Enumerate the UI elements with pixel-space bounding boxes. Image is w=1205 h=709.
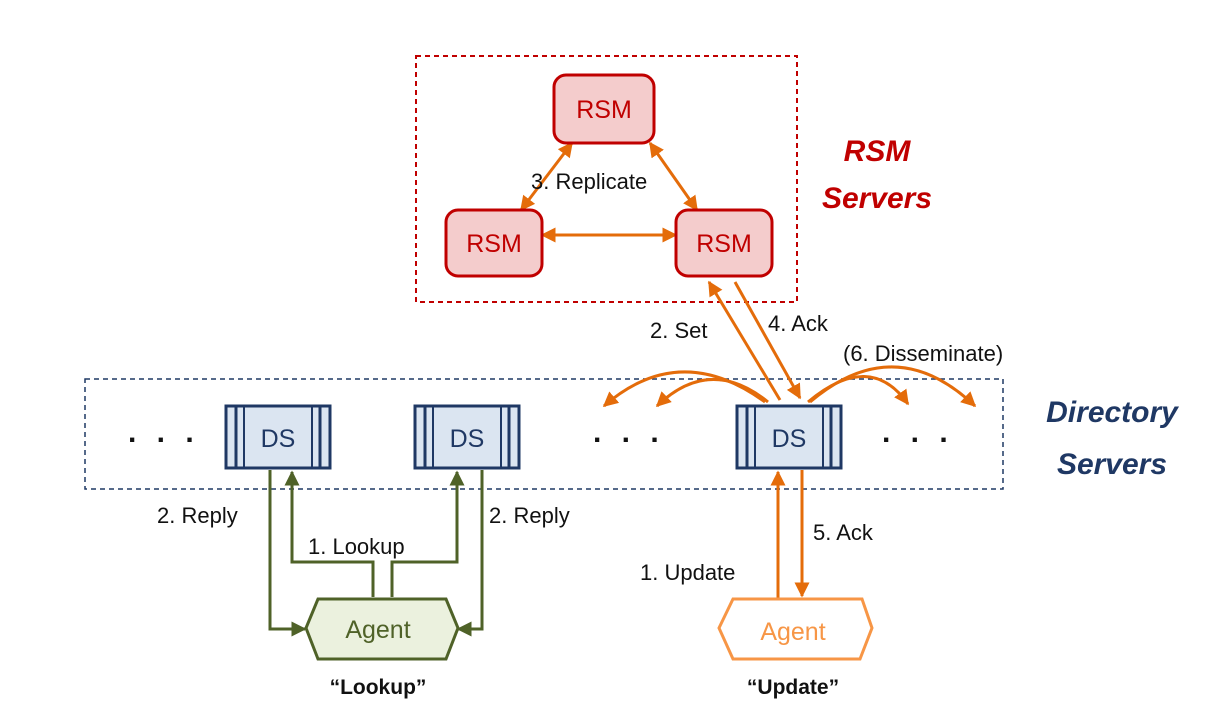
rsm-node-label: RSM — [696, 230, 752, 258]
ds-node-3: DS — [735, 404, 843, 470]
ellipsis-right: . . . — [882, 416, 954, 449]
directory-group-title: Directory — [1046, 396, 1179, 429]
ack-arrow — [733, 281, 802, 400]
replicate-arrow-right — [648, 141, 699, 212]
rsm-node-top: RSM — [552, 73, 656, 145]
lookup-agent: Agent — [304, 597, 460, 661]
update-agent: Agent — [717, 597, 874, 661]
reply-arrow-right — [456, 470, 484, 637]
rsm-group-subtitle: Servers — [822, 182, 932, 215]
rsm-group-border — [415, 55, 798, 303]
ds-node-label: DS — [261, 425, 296, 453]
set-label: 2. Set — [650, 318, 707, 343]
directory-group-subtitle: Servers — [1057, 448, 1167, 481]
ds-node-label: DS — [772, 425, 807, 453]
ack4-label: 4. Ack — [768, 311, 829, 336]
rsm-node-right: RSM — [674, 208, 774, 278]
replicate-arrow-left — [519, 141, 574, 212]
replicate-label: 3. Replicate — [531, 169, 647, 194]
ds-node-label: DS — [450, 425, 485, 453]
lookup-caption: “Lookup” — [330, 676, 427, 699]
rsm-node-label: RSM — [466, 230, 522, 258]
disseminate-arrow-4 — [809, 365, 977, 408]
reply-left-label: 2. Reply — [157, 503, 238, 528]
update-caption: “Update” — [747, 676, 839, 699]
rsm-node-left: RSM — [444, 208, 544, 278]
directory-group-border — [84, 378, 1004, 490]
reply-right-label: 2. Reply — [489, 503, 570, 528]
update-agent-label: Agent — [760, 618, 825, 646]
disseminate-arrow-2 — [655, 378, 769, 408]
rsm-node-label: RSM — [576, 96, 632, 124]
ack5-label: 5. Ack — [813, 520, 874, 545]
disseminate-label: (6. Disseminate) — [843, 341, 1003, 366]
lookup-label: 1. Lookup — [308, 534, 405, 559]
lookup-arrow-right — [390, 470, 465, 597]
reply-arrow-left — [268, 470, 307, 637]
lookup-arrow-left — [284, 470, 375, 597]
ds-node-2: DS — [413, 404, 521, 470]
set-arrow — [707, 280, 782, 401]
update-label: 1. Update — [640, 560, 735, 585]
ds-node-1: DS — [224, 404, 332, 470]
ellipsis-left: . . . — [128, 416, 200, 449]
disseminate-arrow-1 — [602, 370, 766, 408]
ellipsis-middle: . . . — [593, 416, 665, 449]
lookup-agent-label: Agent — [345, 616, 410, 644]
rsm-group-title: RSM — [844, 135, 912, 168]
